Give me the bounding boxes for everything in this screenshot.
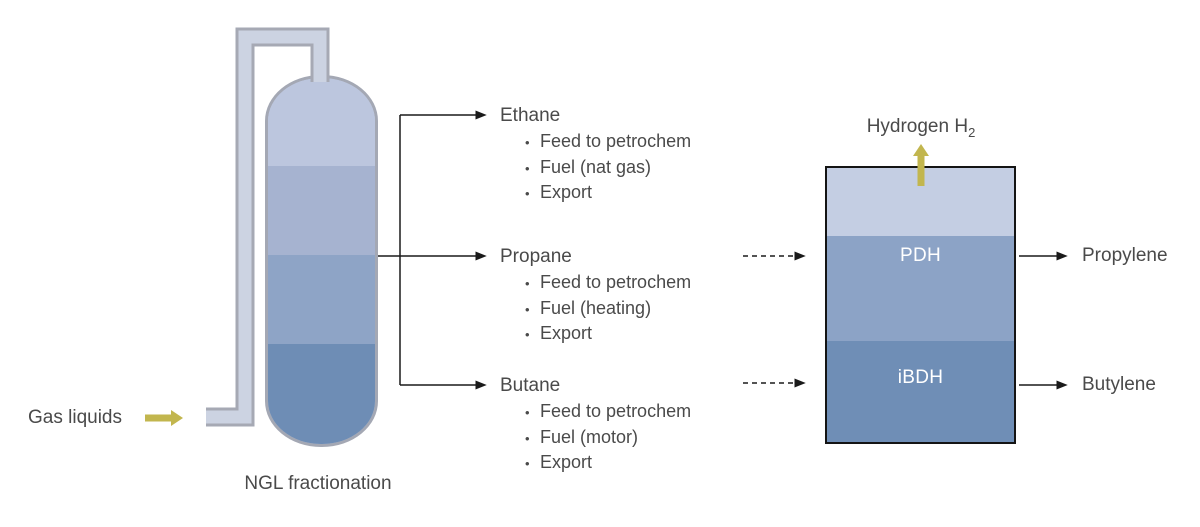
product-ethane: Ethane Feed to petrochem Fuel (nat gas) … [500, 103, 691, 206]
column-band-1 [268, 78, 375, 166]
column-band-2 [268, 166, 375, 255]
bullet-item: Fuel (nat gas) [500, 155, 691, 180]
column-band-4 [268, 344, 375, 444]
hydrogen-label-subscript: 2 [968, 124, 976, 140]
product-butane-label: Butane [500, 375, 561, 396]
bullet-item: Fuel (motor) [500, 425, 691, 450]
product-propane-label: Propane [500, 246, 572, 267]
bullet-item: Feed to petrochem [500, 270, 691, 296]
unit-band-top [827, 168, 1014, 236]
bullet-item: Feed to petrochem [500, 129, 691, 155]
bullet-item: Fuel (heating) [500, 296, 691, 321]
bullet-item: Export [500, 180, 691, 206]
unit-band-ibdh: iBDH [827, 341, 1014, 442]
pdh-label: PDH [899, 245, 941, 266]
product-ethane-label: Ethane [500, 105, 561, 126]
column-caption: NGL fractionation [244, 473, 392, 494]
bullet-item: Export [500, 450, 691, 476]
product-propane: Propane Feed to petrochem Fuel (heating)… [500, 244, 691, 347]
unit-band-pdh: PDH [827, 236, 1014, 341]
propylene-label: Propylene [1082, 245, 1168, 266]
butylene-label: Butylene [1082, 374, 1156, 395]
product-butane: Butane Feed to petrochem Fuel (motor) Ex… [500, 373, 691, 476]
gas-liquids-label: Gas liquids [28, 407, 122, 428]
hydrogen-label-text: Hydrogen H [866, 116, 969, 137]
dehydrogenation-unit: PDH iBDH [825, 166, 1016, 444]
column-band-3 [268, 255, 375, 344]
fractionation-column [265, 75, 378, 447]
bullet-item: Export [500, 321, 691, 347]
hydrogen-label: Hydrogen H2 [840, 116, 1002, 140]
bullet-item: Feed to petrochem [500, 399, 691, 425]
ibdh-label: iBDH [897, 367, 944, 388]
